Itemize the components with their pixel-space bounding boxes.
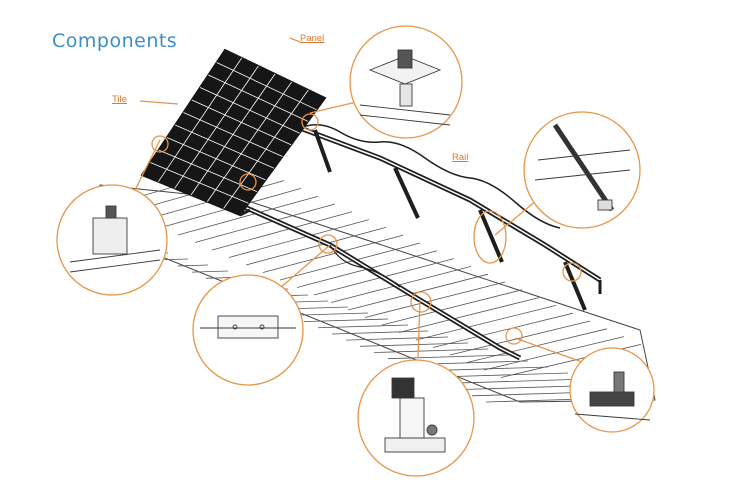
solar-panel: [142, 50, 325, 215]
label-rail: Rail: [452, 152, 468, 163]
page-title: Components: [52, 30, 177, 52]
label-panel: Panel: [300, 33, 324, 44]
detail-tilt-leg: [524, 112, 640, 228]
label-tile: Tile: [112, 94, 127, 105]
